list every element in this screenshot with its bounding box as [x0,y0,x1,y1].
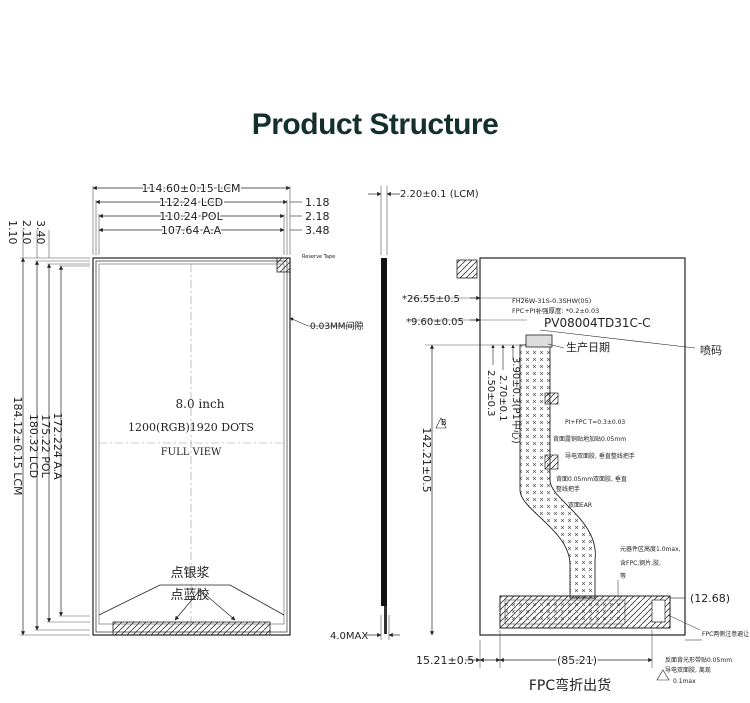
back-corner-tape [456,259,478,279]
dim-250: 2.50±0.3 [485,370,496,417]
mark-b-bottom [656,669,670,681]
note-tape-2: 整线把手 [556,485,580,493]
dim-2655: *26.55±0.5 [402,294,460,305]
screen-resolution: 1200(RGB)1920 DOTS [128,421,254,434]
spray-code-label: 喷码 [700,344,722,357]
note-component-1: 元器件区高度1.0max, [620,545,681,553]
fpc-flex [519,344,596,599]
dim-210: 2.10 [20,220,33,245]
model-number: PV08004TD31C-C [544,316,651,330]
dim-14221: 142.21±0.5 [420,427,433,492]
stiffener-1 [544,392,559,405]
note-connector: FH26W-31S-0.3SHW(05) [512,297,591,305]
tape-note: Reserve Tape [302,254,335,260]
dim-aa-height: 172.224 A.A [51,412,64,480]
note-copper-1: 背面露铜贴地加贴0.05mm [553,435,626,443]
blue-glue-label: 点蓝胶 [170,587,209,603]
dim-lcm-width: 114.60±0.15 LCM [142,182,241,195]
dim-pol-height: 175.22 POL [39,414,52,478]
gap-note: 0.03MM间隙 [310,320,364,332]
dim-lcm-height: 184.12±0.15 LCM [11,397,24,496]
dim-8521: (85.21) [557,654,597,667]
note-copper-2: 导电双面胶, 垂直整线把手 [565,452,635,460]
page-title: Product Structure [251,108,499,141]
front-view: 114.60±0.15 LCM 112.24 LCD 110.24 POL 10… [6,181,364,636]
corner-tape [276,257,291,273]
note-component-3: 等 [620,572,626,580]
note-component-2: 含FPC,钢片,胶, [620,559,661,567]
note-ear: 双面EAR [568,502,592,509]
dim-thickness: 2.20±0.1 (LCM) [400,189,479,200]
dim-960: *9.60±0.05 [406,317,464,328]
fpc-head [525,334,553,348]
note-thickness: FPC+PI补强厚度: *0.2±0.03 [512,306,599,315]
note-bottom-3: 0.1max [673,678,696,685]
dim-lcd-width: 112.24 LCD [159,196,223,209]
silver-paste-label: 点银浆 [170,566,209,581]
dim-270: 2.70±0.1 [497,375,508,422]
note-bottom-2: 导电双面胶, 离现 [665,666,711,674]
side-view: 2.20±0.1 (LCM) 4.0MAX [330,186,479,642]
dim-340: 3.40 [34,220,47,245]
dim-1521: 15.21±0.5 [416,654,474,667]
note-pi-fpc: PI+FPC T=0.3±0.03 [565,419,625,426]
back-outline [479,257,686,636]
dim-218: 2.18 [305,210,330,223]
dim-pol-width: 110.24 POL [159,210,223,223]
dim-lcd-height: 180.32 LCD [27,414,40,478]
stiffener-2 [544,454,559,470]
dim-110: 1.10 [6,220,19,245]
dim-390: 3.90±0.3(P1中心) [510,357,523,444]
note-bottom-1: 反面背光形带贴0.05mm [665,656,732,664]
screen-size: 8.0 inch [176,397,225,411]
back-view: *26.55±0.5 *9.60±0.05 142.21±0.5 B 3.90±… [402,257,749,694]
dim-aa-width: 107.64 A.A [161,224,222,237]
dim-1268: (12.68) [690,592,730,605]
production-date-label: 生产日期 [566,340,610,354]
note-fpc-side: FPC两侧注意避让 [702,630,749,638]
dim-max-thickness: 4.0MAX [330,631,368,642]
dim-118: 1.18 [305,196,330,209]
bonding-strip [112,621,271,636]
mark-b-left: B [441,418,447,427]
note-tape-1: 背面0.05mm双面胶, 垂直 [556,475,627,483]
fpc-bend-label: FPC弯折出货 [529,677,611,694]
dim-348: 3.48 [305,224,330,237]
side-panel [381,258,387,606]
view-label: FULL VIEW [161,447,222,458]
